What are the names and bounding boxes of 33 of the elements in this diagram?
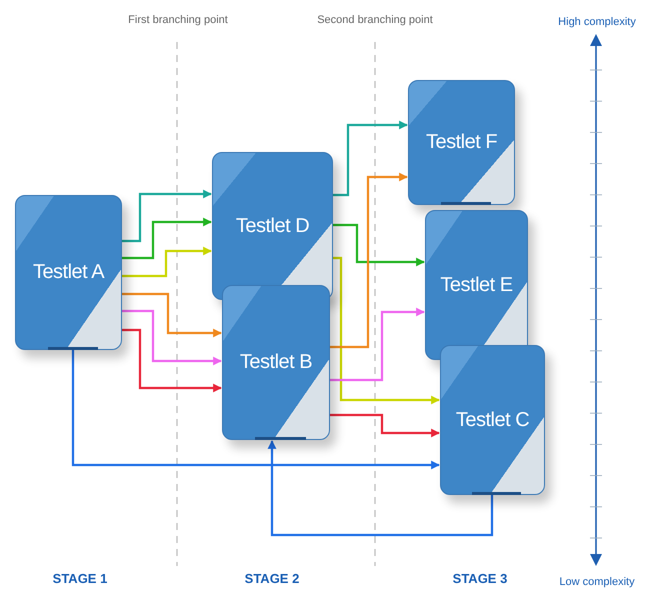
arrow	[333, 224, 425, 266]
arrow	[122, 328, 222, 392]
arrow	[268, 440, 494, 536]
branching-point-label: Second branching point	[317, 14, 433, 26]
stage-label: STAGE 2	[244, 571, 300, 586]
testlet-box	[15, 195, 122, 350]
node-label: Testlet E	[440, 274, 513, 296]
arrow	[330, 308, 425, 382]
node-label: Testlet D	[236, 214, 310, 238]
testlet-box	[212, 152, 333, 300]
testlet-box	[425, 210, 528, 360]
node-label: Testlet C	[456, 408, 530, 432]
branching-point-label: First branching point	[128, 14, 228, 26]
arrow	[330, 414, 440, 438]
arrow	[122, 292, 222, 338]
node-label: Testlet A	[32, 261, 104, 284]
axis-label: High complexity	[558, 16, 636, 28]
node-label: Testlet F	[426, 131, 498, 154]
arrow	[330, 172, 408, 348]
stage-label: STAGE 3	[452, 571, 508, 586]
axis-label: Low complexity	[559, 576, 635, 588]
testlet-box	[222, 285, 330, 440]
arrow	[72, 350, 440, 470]
testlet-box	[408, 80, 515, 205]
node-label: Testlet B	[240, 351, 312, 374]
arrow	[122, 246, 212, 278]
arrow	[333, 120, 408, 196]
arrow	[122, 190, 212, 242]
stage-label: STAGE 1	[52, 571, 108, 586]
testlet-box	[440, 345, 545, 495]
arrow	[122, 310, 222, 366]
arrow	[333, 256, 440, 404]
arrow	[122, 218, 212, 260]
